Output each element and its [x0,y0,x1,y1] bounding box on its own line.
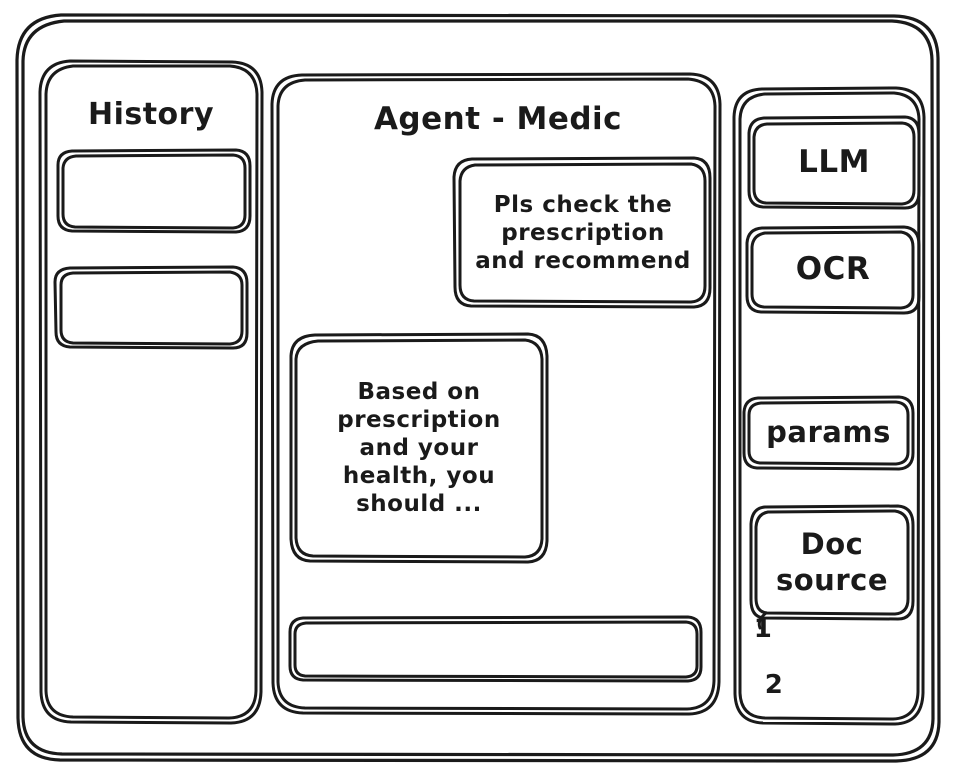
history-list-item[interactable] [58,150,250,232]
doc-reference-item[interactable]: 1 [753,614,773,645]
tool-button-doc-source[interactable]: Doc source [776,527,888,597]
agent-panel-title: Agent - Medic [373,101,623,138]
tool-button-llm[interactable]: LLM [798,143,870,180]
doc-reference-item[interactable]: 2 [764,670,784,701]
tool-button-ocr[interactable]: OCR [795,251,871,288]
tool-button-params[interactable]: params [766,415,891,450]
history-panel-title: History [87,96,215,132]
history-list-item[interactable] [55,266,247,348]
user-message-text: Pls check the prescription and recommend [475,191,691,275]
message-composer-input[interactable] [290,617,701,681]
assistant-message-text: Based on prescription and your health, y… [337,378,501,518]
